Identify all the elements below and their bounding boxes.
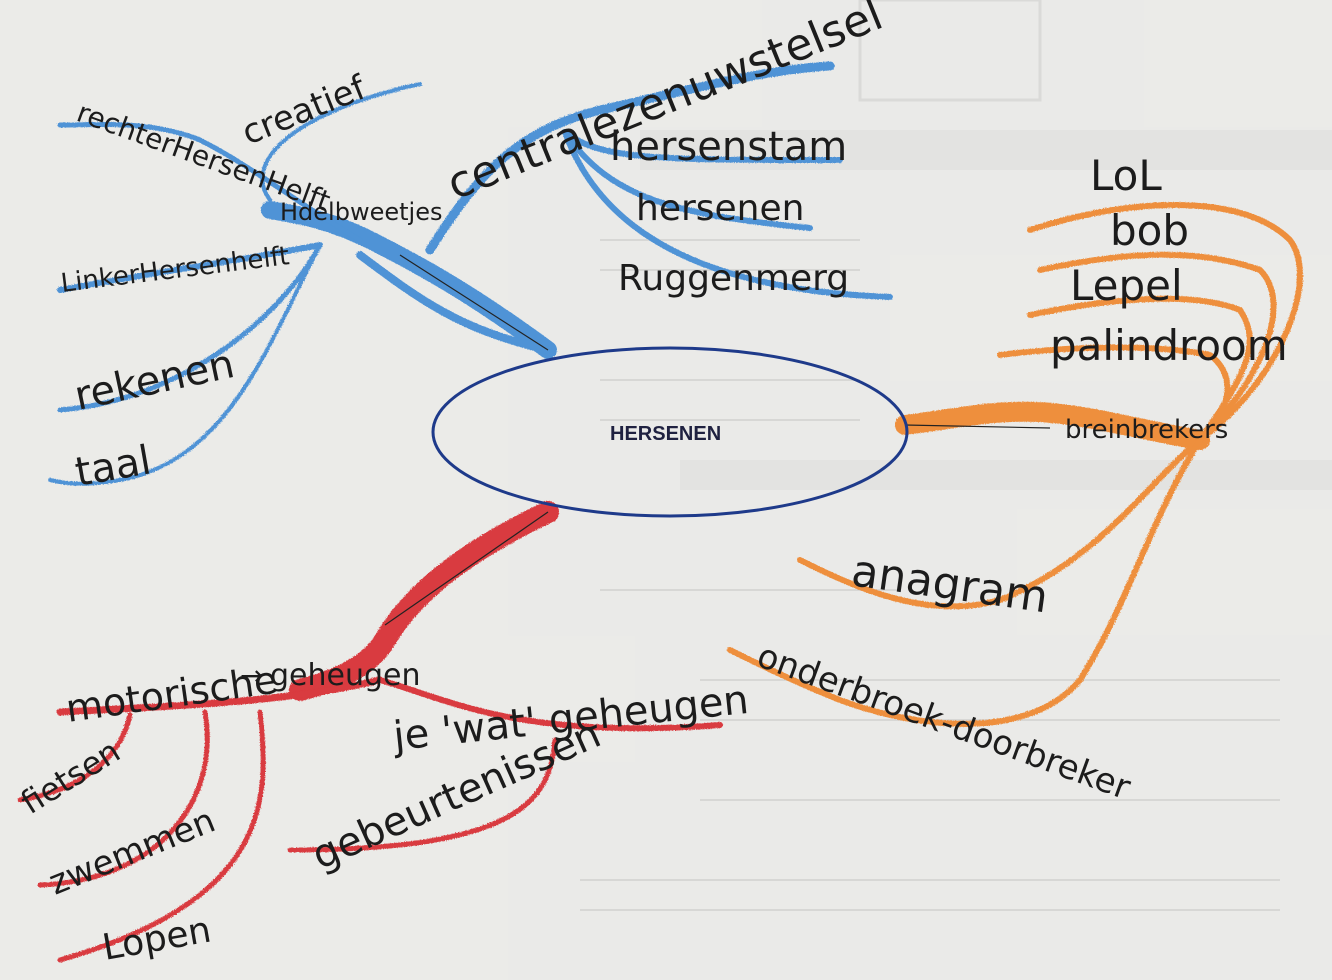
- label-palindroom: palindroom: [1050, 321, 1288, 370]
- center-label: HERSENEN: [610, 423, 721, 445]
- red-branch: [17, 501, 723, 963]
- label-ruggenmerg: Ruggenmerg: [618, 258, 849, 299]
- label-lol: LoL: [1090, 151, 1162, 200]
- orange-branch: [727, 202, 1303, 727]
- blue-branch: [48, 61, 893, 486]
- label-breinbrekers: breinbrekers: [1065, 415, 1228, 445]
- label-geheugen: geheugen: [270, 658, 421, 693]
- center-ellipse: [431, 346, 909, 518]
- pencil-lines: [384, 254, 1051, 626]
- label-hersenen: hersenen: [636, 188, 804, 229]
- label-hersenstam: hersenstam: [610, 124, 847, 170]
- label-lepel: Lepel: [1070, 261, 1183, 310]
- label-motor-arrow: →: [240, 659, 263, 692]
- label-hdelbweetjes: Hdelbweetjes: [280, 198, 442, 226]
- label-bob: bob: [1110, 206, 1189, 255]
